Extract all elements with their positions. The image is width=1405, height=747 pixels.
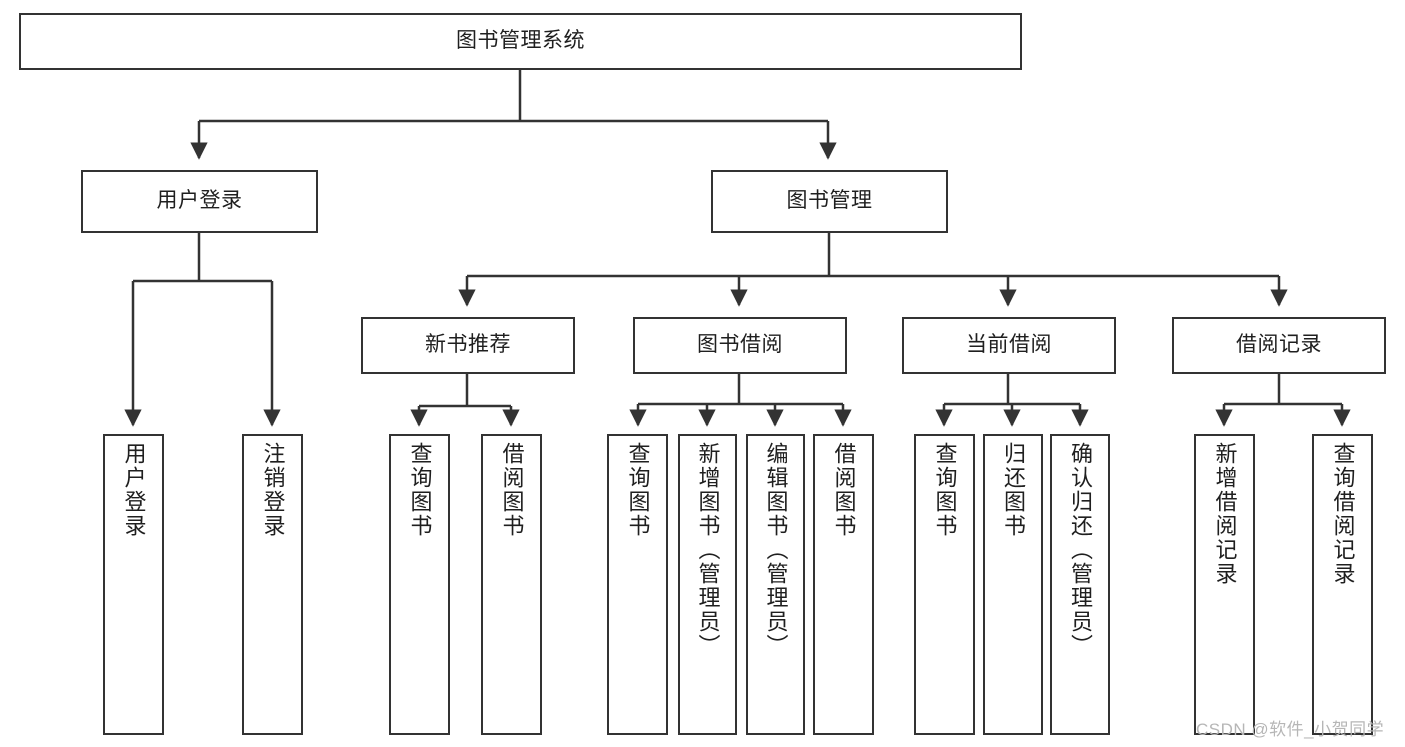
leaf-edit-book-label: 编辑图书（管理员） (763, 442, 789, 658)
leaf-edit-book[interactable]: 编辑图书（管理员） (746, 434, 805, 735)
leaf-logout-login[interactable]: 注销登录 (242, 434, 303, 735)
csdn-watermark: CSDN @软件_小贺同学 (1196, 720, 1385, 739)
leaf-user-login[interactable]: 用户登录 (103, 434, 164, 735)
leaf-query-book-1-label: 查询图书 (407, 442, 433, 538)
leaf-add-record[interactable]: 新增借阅记录 (1194, 434, 1255, 735)
node-book-borrow-label: 图书借阅 (697, 333, 783, 357)
leaf-query-book-1[interactable]: 查询图书 (389, 434, 450, 735)
node-new-book-recommend[interactable]: 新书推荐 (361, 317, 575, 374)
leaf-query-book-2-label: 查询图书 (625, 442, 651, 538)
leaf-return-book[interactable]: 归还图书 (983, 434, 1043, 735)
node-current-borrow-label: 当前借阅 (966, 333, 1052, 357)
node-new-book-recommend-label: 新书推荐 (425, 333, 511, 357)
leaf-borrow-book-2[interactable]: 借阅图书 (813, 434, 874, 735)
leaf-logout-login-label: 注销登录 (260, 442, 286, 538)
node-root-label: 图书管理系统 (456, 29, 585, 53)
leaf-borrow-book-1-label: 借阅图书 (499, 442, 525, 538)
leaf-query-record[interactable]: 查询借阅记录 (1312, 434, 1373, 735)
node-book-management[interactable]: 图书管理 (711, 170, 948, 233)
leaf-borrow-book-1[interactable]: 借阅图书 (481, 434, 542, 735)
leaf-add-book[interactable]: 新增图书（管理员） (678, 434, 737, 735)
node-current-borrow[interactable]: 当前借阅 (902, 317, 1116, 374)
leaf-add-book-label: 新增图书（管理员） (695, 442, 721, 658)
node-user-login-label: 用户登录 (156, 189, 243, 213)
node-borrow-record-label: 借阅记录 (1236, 333, 1322, 357)
leaf-query-book-3[interactable]: 查询图书 (914, 434, 975, 735)
node-book-management-label: 图书管理 (786, 189, 873, 213)
leaf-query-record-label: 查询借阅记录 (1330, 442, 1356, 586)
leaf-user-login-label: 用户登录 (121, 442, 147, 538)
leaf-query-book-3-label: 查询图书 (932, 442, 958, 538)
node-borrow-record[interactable]: 借阅记录 (1172, 317, 1386, 374)
leaf-confirm-return[interactable]: 确认归还（管理员） (1050, 434, 1110, 735)
node-book-borrow[interactable]: 图书借阅 (633, 317, 847, 374)
leaf-query-book-2[interactable]: 查询图书 (607, 434, 668, 735)
leaf-add-record-label: 新增借阅记录 (1212, 442, 1238, 586)
node-root[interactable]: 图书管理系统 (19, 13, 1022, 70)
node-user-login[interactable]: 用户登录 (81, 170, 318, 233)
leaf-return-book-label: 归还图书 (1001, 442, 1026, 538)
leaf-confirm-return-label: 确认归还（管理员） (1068, 442, 1093, 658)
leaf-borrow-book-2-label: 借阅图书 (831, 442, 857, 538)
